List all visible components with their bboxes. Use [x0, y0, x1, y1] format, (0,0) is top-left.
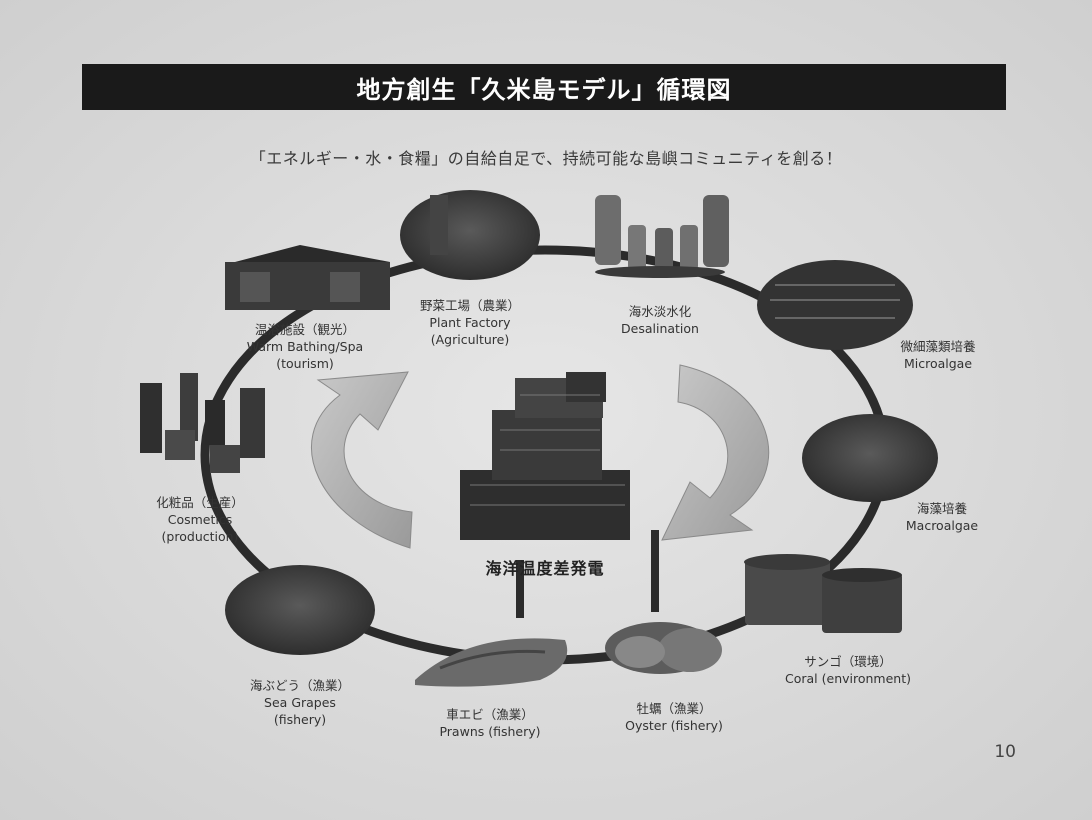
cycle-arrow-left: [311, 371, 413, 549]
prawns-image: [415, 638, 568, 687]
node-spa: 温浴施設（観光）Warm Bathing/Spa(tourism): [246, 322, 364, 371]
microalgae-image: [757, 260, 913, 350]
center-label-otec: 海洋温度差発電: [485, 559, 605, 578]
node-sea-grapes: 海ぶどう（漁業）Sea Grapes(fishery): [249, 678, 351, 727]
node-oyster: 牡蠣（漁業）Oyster (fishery): [625, 701, 723, 733]
cosmetics-image: [140, 373, 265, 473]
node-cosmetics: 化粧品（生産）Cosmetics(production): [156, 495, 244, 544]
spa-image: [225, 245, 390, 310]
page-number: 10: [994, 742, 1016, 762]
desalination-image: [595, 195, 729, 278]
otec-plant-image: [460, 372, 630, 540]
coral-image: [744, 554, 902, 633]
cycle-arrow-right: [661, 364, 770, 541]
node-prawns: 車エビ（漁業）Prawns (fishery): [439, 707, 541, 739]
slide-subtitle: 「エネルギー・水・食糧」の自給自足で、持続可能な島嶼コミュニティを創る！: [249, 149, 843, 168]
plant-factory-image: [400, 190, 540, 280]
node-coral: サンゴ（環境）Coral (environment): [785, 654, 911, 686]
oyster-image: [605, 622, 722, 674]
slide-title: 地方創生「久米島モデル」循環図: [82, 64, 1006, 110]
macroalgae-image: [802, 414, 938, 502]
sea-grapes-image: [225, 565, 375, 655]
node-plant-factory: 野菜工場（農業）Plant Factory(Agriculture): [419, 298, 521, 347]
